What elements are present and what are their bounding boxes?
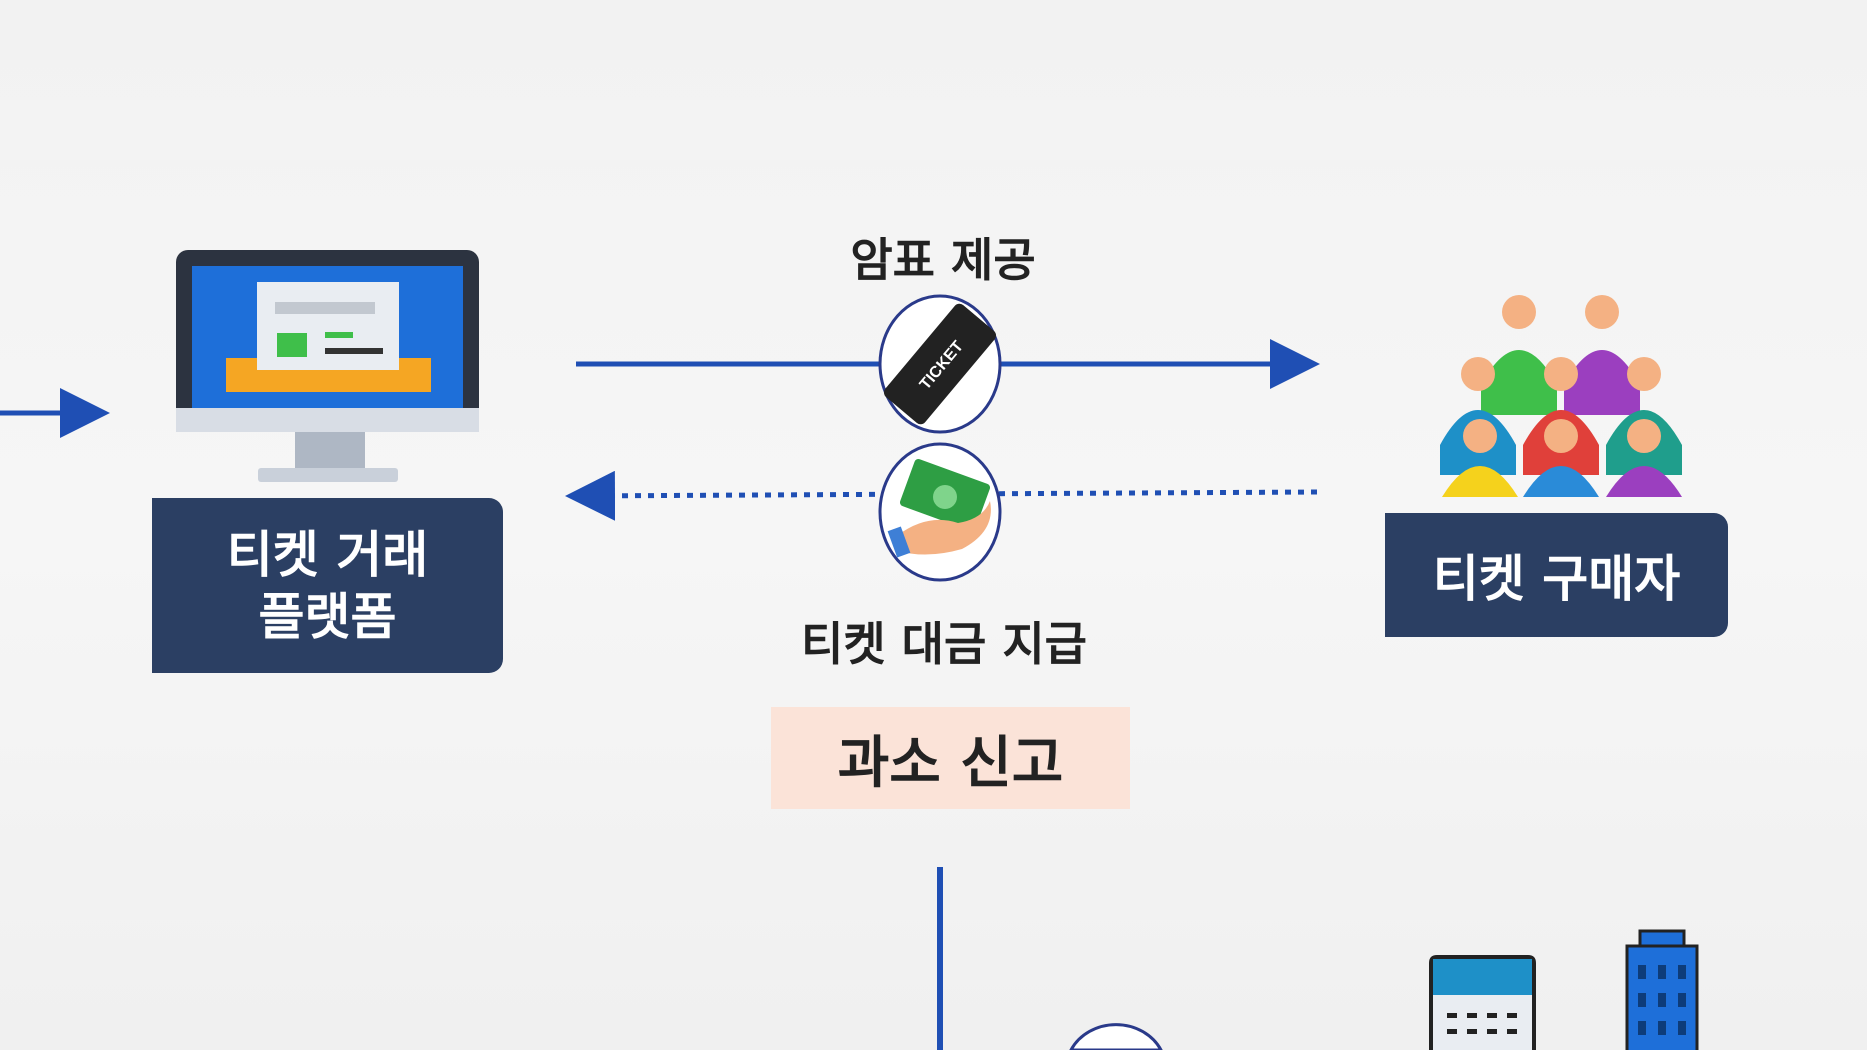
ticket-flow-label: 암표 제공 [850, 233, 1036, 287]
buyer-label-box: 티켓 구매자 [1385, 513, 1728, 637]
ticket-icon: TICKET [878, 294, 1002, 434]
people-group-icon [1440, 295, 1682, 497]
computer-monitor-icon [176, 250, 479, 482]
platform-label-line1: 티켓 거래 [226, 525, 429, 584]
underreport-label: 과소 신고 [837, 730, 1064, 796]
platform-label-line2: 플랫폼 [258, 587, 397, 646]
partial-circle-icon [1069, 1023, 1163, 1050]
platform-label-box: 티켓 거래 플랫폼 [152, 498, 503, 673]
payment-flow-label: 티켓 대금 지급 [801, 617, 1087, 671]
buyer-label: 티켓 구매자 [1432, 550, 1681, 608]
office-building-icon [1429, 955, 1536, 1050]
money-hand-icon [878, 442, 1002, 582]
tower-building-icon [1625, 929, 1699, 1050]
underreport-highlight: 과소 신고 [771, 707, 1130, 809]
